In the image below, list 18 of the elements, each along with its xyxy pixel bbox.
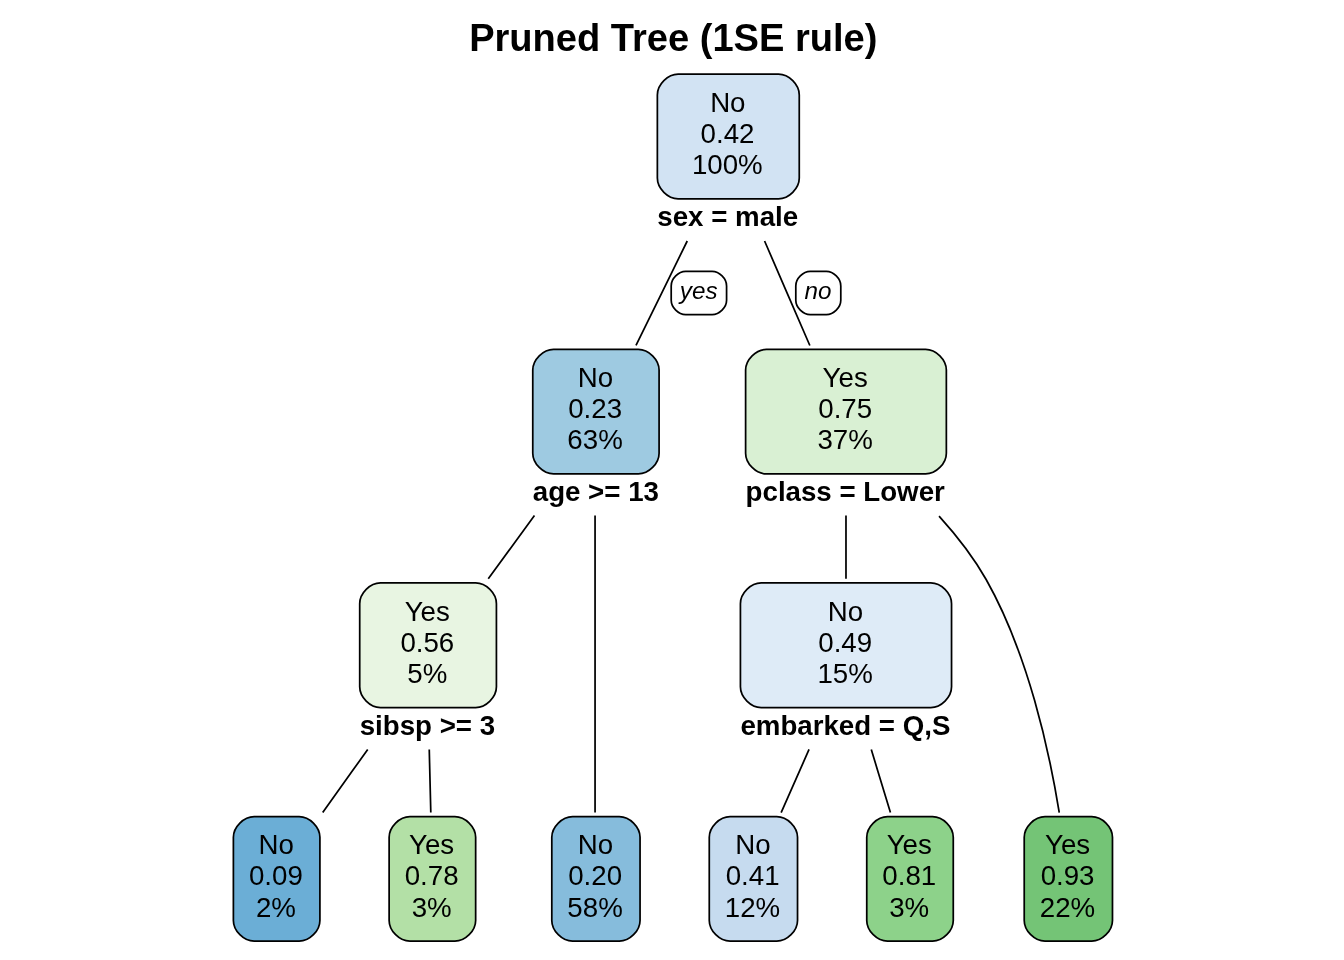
connector — [634, 240, 688, 347]
connector — [869, 748, 891, 814]
connector — [321, 748, 369, 814]
edge-label: no — [803, 276, 831, 304]
connector — [937, 515, 1060, 814]
node-label: age >= 13 — [532, 476, 659, 508]
connector — [779, 748, 810, 814]
node-label: sibsp >= 3 — [359, 709, 495, 741]
connector — [427, 748, 432, 814]
connector — [844, 514, 847, 580]
edge-label: yes — [679, 276, 718, 304]
connector — [486, 514, 535, 580]
diagram-title: Pruned Tree (1SE rule) — [468, 17, 877, 60]
node-label: pclass = Lower — [745, 476, 945, 508]
node-label: embarked = Q,S — [739, 709, 950, 741]
connector — [593, 514, 596, 814]
connector — [763, 240, 811, 347]
node-label: sex = male — [656, 201, 798, 233]
